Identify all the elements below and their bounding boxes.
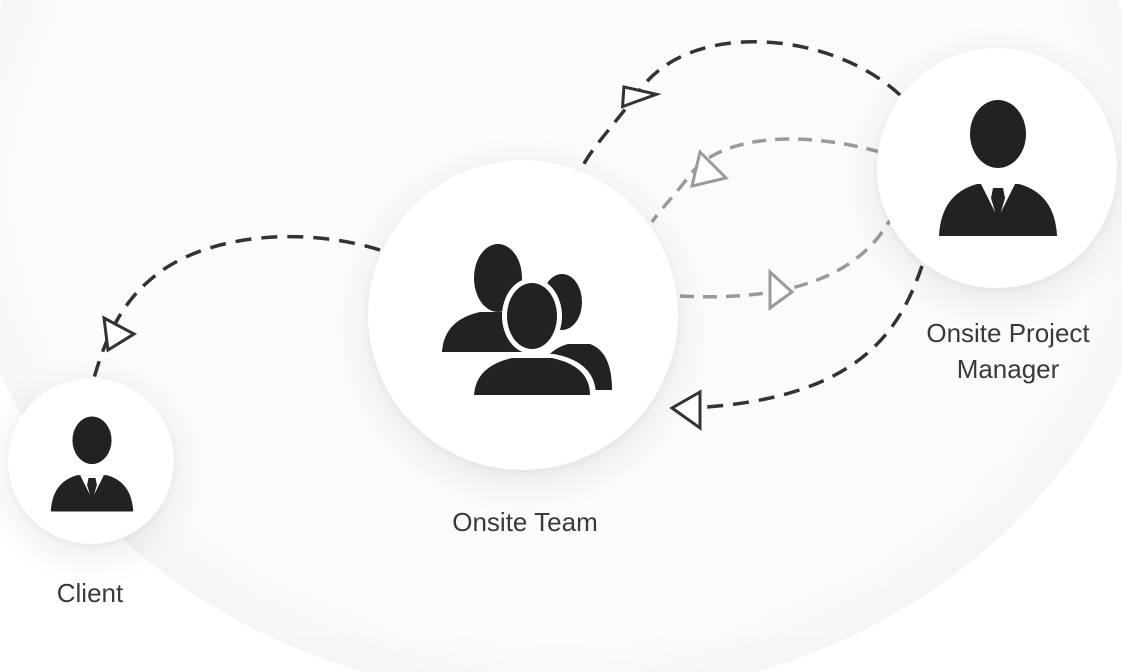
- businessman-icon: [939, 100, 1057, 236]
- arrowhead-manager-to-team-inner: [689, 149, 729, 189]
- project-manager-node: [877, 48, 1117, 288]
- link-team-to-client: [92, 234, 381, 379]
- businessman-icon: [50, 416, 134, 512]
- arrowhead-manager-to-team-outer: [620, 85, 662, 109]
- link-manager-to-team-lower: [689, 265, 924, 410]
- team-group-icon: [442, 244, 612, 395]
- onsite-team-label: Onsite Team: [452, 507, 598, 537]
- onsite-team-node: [368, 160, 678, 470]
- link-manager-to-team-inner: [650, 137, 881, 223]
- arrowhead-manager-to-team-lower: [669, 389, 702, 431]
- arrowhead-team-to-manager: [768, 268, 795, 311]
- client-node: [8, 378, 174, 544]
- project-manager-label-line1: Onsite Project: [926, 318, 1090, 348]
- arrowhead-team-to-client: [102, 315, 138, 353]
- project-manager-label-line2: Manager: [956, 354, 1060, 384]
- link-team-to-manager: [679, 219, 892, 299]
- client-label: Client: [56, 578, 124, 608]
- link-manager-to-team-outer: [580, 40, 902, 169]
